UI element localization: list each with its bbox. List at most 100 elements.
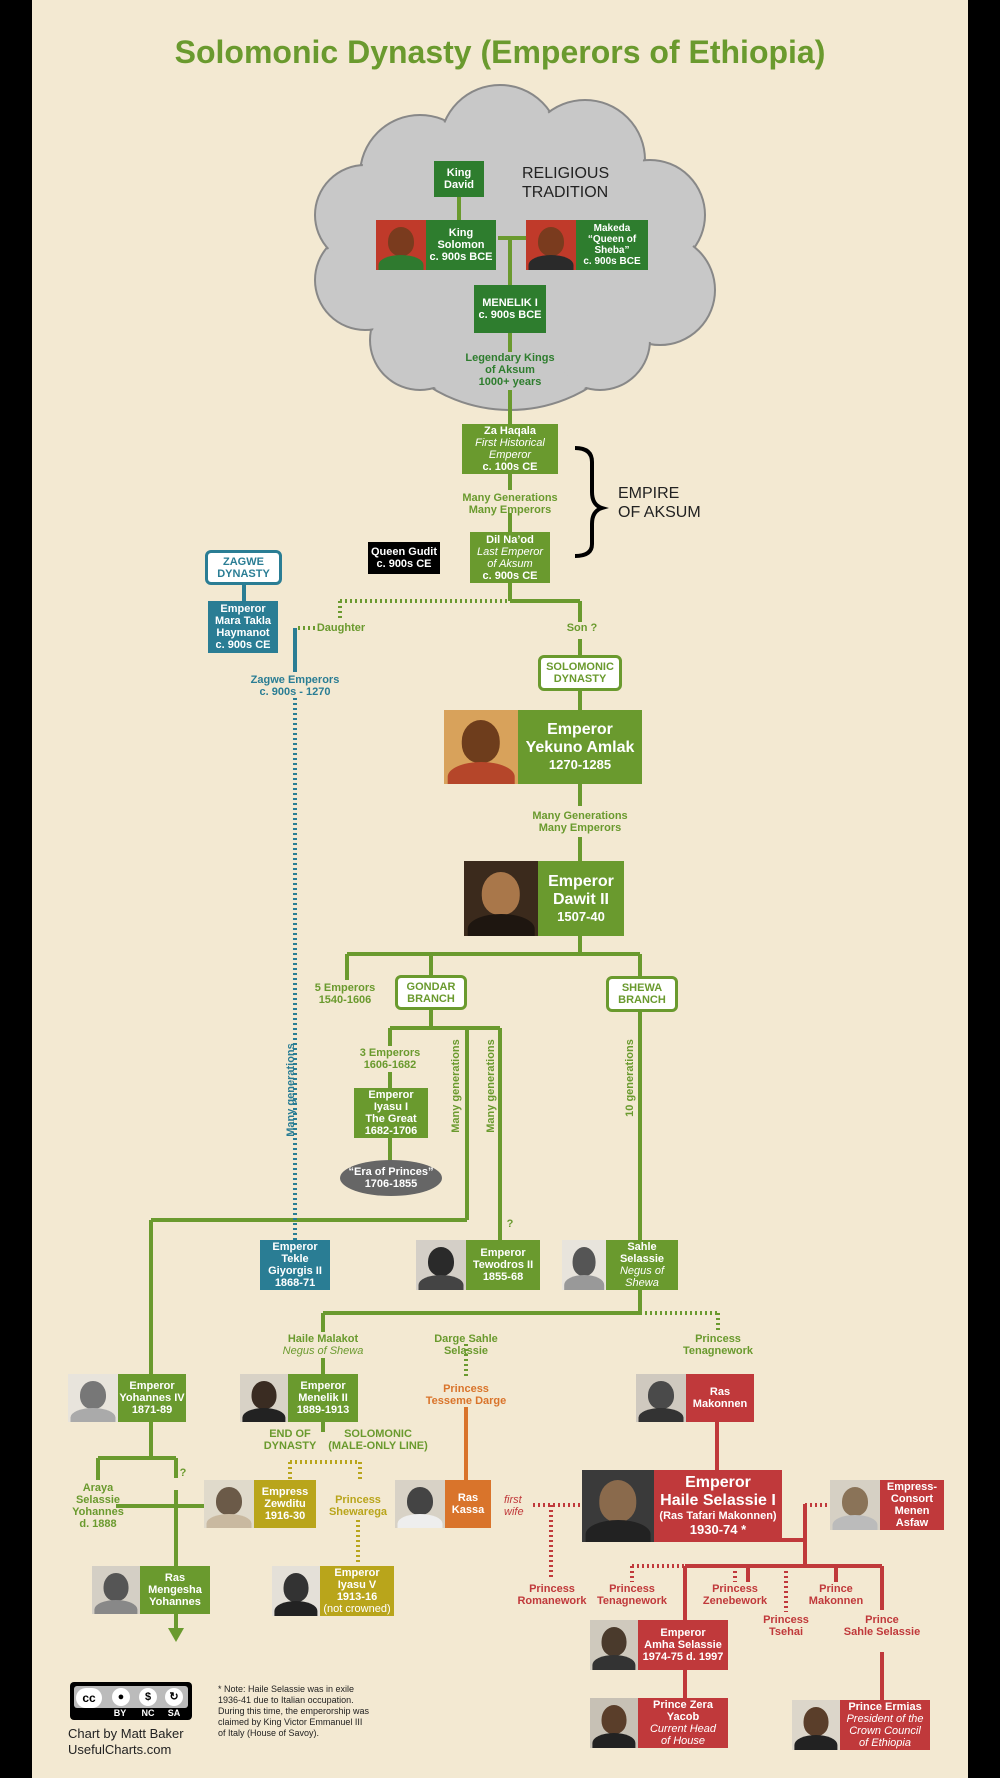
yohannes-l1: Emperor <box>129 1380 174 1392</box>
five-emperors-l1: 5 Emperors <box>305 982 385 994</box>
zera-l2: Yacob <box>667 1711 699 1723</box>
many-generations-zagwe-vertical: Many generations <box>285 1035 297 1145</box>
menen-l1: Empress- <box>887 1481 937 1493</box>
dil-naod-l3: of Aksum <box>487 558 532 570</box>
end-l1: END OF <box>260 1428 320 1440</box>
iyasu-i-l4: 1682-1706 <box>365 1125 418 1137</box>
license-nc: NC <box>136 1708 160 1718</box>
menelik-i-l2: c. 900s BCE <box>479 309 542 321</box>
king-solomon-l3: c. 900s BCE <box>430 251 493 263</box>
tsehai-l1: Princess <box>754 1614 818 1626</box>
tekle-l4: 1868-71 <box>275 1277 315 1289</box>
male-l1: SOLOMONIC <box>326 1428 430 1440</box>
iyasu-v-l2: Iyasu V <box>338 1579 377 1591</box>
solomonic-male-line-label: SOLOMONIC (MALE-ONLY LINE) <box>326 1428 430 1452</box>
iyasu-v-portrait <box>272 1566 320 1616</box>
ermias-portrait <box>792 1700 840 1750</box>
zewditu-face-icon <box>216 1487 242 1515</box>
menelik-i-box: MENELIK I c. 900s BCE <box>474 285 546 333</box>
son-label: Son ? <box>560 622 604 634</box>
queen-gudit-l2: c. 900s CE <box>376 558 431 570</box>
yohannes-l3: 1871-89 <box>132 1404 172 1416</box>
three-emperors-label: 3 Emperors 1606-1682 <box>350 1047 430 1071</box>
ras-mengesha-portrait <box>92 1566 140 1614</box>
amha-l3: 1974-75 d. 1997 <box>643 1651 724 1663</box>
iyasu-i-l3: The Great <box>365 1113 416 1125</box>
queen-gudit-l1: Queen Gudit <box>371 546 437 558</box>
araya-selassie-label: Araya Selassie Yohannes d. 1888 <box>66 1482 130 1530</box>
king-david-l1: King <box>447 167 471 179</box>
sahle-l4: Shewa <box>625 1277 659 1289</box>
haile-l4: 1930-74 * <box>690 1522 746 1538</box>
menen-asfaw-box: Empress- Consort Menen Asfaw <box>880 1480 944 1530</box>
amha-l2: Amha Selassie <box>644 1639 722 1651</box>
no-dollar-icon: $ <box>139 1688 157 1706</box>
makonnen-face-icon <box>648 1381 674 1409</box>
tekle-l2: Tekle <box>281 1253 308 1265</box>
ermias-l2: President of the <box>846 1713 923 1725</box>
zera-yacob-box: Prince Zera Yacob Current Head of House <box>638 1698 728 1748</box>
ras-makonnen-box: Ras Makonnen <box>686 1374 754 1422</box>
mara-takla-l1: Emperor <box>220 603 265 615</box>
tenagnework-2-l2: Tenagnework <box>590 1595 674 1607</box>
haile-malakot-l2: Negus of Shewa <box>270 1345 376 1357</box>
iyasu-i-l1: Emperor <box>368 1089 413 1101</box>
legendary-l3: 1000+ years <box>450 376 570 388</box>
empire-aksum-l2: OF AKSUM <box>618 503 728 522</box>
king-david-l2: David <box>444 179 474 191</box>
ermias-l3: Crown Council <box>849 1725 921 1737</box>
five-emperors-l2: 1540-1606 <box>305 994 385 1006</box>
zenebework-l1: Princess <box>694 1583 776 1595</box>
amha-l1: Emperor <box>660 1627 705 1639</box>
makeda-l3: Sheba” <box>594 245 629 256</box>
king-solomon-box: King Solomon c. 900s BCE <box>426 220 496 270</box>
yekuno-l2: Yekuno Amlak <box>526 739 635 757</box>
many-generations-solomonic: Many Generations Many Emperors <box>520 810 640 834</box>
mengesha-l3: Yohannes <box>149 1596 201 1608</box>
question-mark-tewodros: ? <box>505 1218 515 1230</box>
king-solomon-l1: King <box>449 227 473 239</box>
empress-zewditu-portrait <box>204 1480 254 1528</box>
daughter-label: Daughter <box>316 622 366 634</box>
three-emperors-l1: 3 Emperors <box>350 1047 430 1059</box>
iyasu-v-box: Emperor Iyasu V 1913-16 (not crowned) <box>320 1566 394 1616</box>
iyasu-v-l1: Emperor <box>334 1567 379 1579</box>
menelik-ii-l2: Menelik II <box>298 1392 348 1404</box>
zera-face-icon <box>602 1705 627 1734</box>
gondar-branch-box: GONDAR BRANCH <box>395 975 467 1010</box>
haile-selassie-box: Emperor Haile Selassie I (Ras Tafari Mak… <box>654 1470 782 1542</box>
yekuno-amlak-portrait <box>444 710 518 784</box>
menen-l4: Asfaw <box>896 1517 928 1529</box>
dawit-l3: 1507-40 <box>557 909 605 925</box>
mara-takla-l3: Haymanot <box>216 627 269 639</box>
zagwe-emperors-l2: c. 900s - 1270 <box>240 686 350 698</box>
amha-selassie-portrait <box>590 1620 638 1670</box>
amha-selassie-box: Emperor Amha Selassie 1974-75 d. 1997 <box>638 1620 728 1670</box>
makeda-l2: “Queen of <box>588 234 636 245</box>
araya-l3: Yohannes <box>66 1506 130 1518</box>
haile-malakot-label: Haile Malakot Negus of Shewa <box>270 1333 376 1357</box>
dawit-ii-box: Emperor Dawit II 1507-40 <box>538 861 624 936</box>
tenagnework-2-l1: Princess <box>590 1583 674 1595</box>
za-haqala-box: Za Haqala First Historical Emperor c. 10… <box>462 424 558 474</box>
religious-tradition-label: RELIGIOUS TRADITION <box>522 164 622 202</box>
mengesha-l1: Ras <box>165 1572 185 1584</box>
king-solomon-portrait <box>376 220 426 270</box>
queen-gudit-box: Queen Gudit c. 900s CE <box>368 542 440 574</box>
zenebework-l2: Zenebework <box>694 1595 776 1607</box>
note-l4: claimed by King Victor Emmanuel III <box>218 1717 398 1728</box>
tekle-giyorgis-box: Emperor Tekle Giyorgis II 1868-71 <box>260 1240 330 1290</box>
yekuno-face-icon <box>462 720 500 763</box>
princess-romanework-label: Princess Romanework <box>512 1583 592 1607</box>
many-gen-2-l1: Many Generations <box>520 810 640 822</box>
first-wife-l1: first <box>504 1494 534 1506</box>
darge-sahle-label: Darge Sahle Selassie <box>420 1333 512 1357</box>
mara-takla-box: Emperor Mara Takla Haymanot c. 900s CE <box>208 601 278 653</box>
princess-zenebework-label: Princess Zenebework <box>694 1583 776 1607</box>
princess-tenagnework-2-label: Princess Tenagnework <box>590 1583 674 1607</box>
zewditu-l1: Empress <box>262 1486 308 1498</box>
many-generations-gondar-vertical-1: Many generations <box>450 1031 462 1141</box>
araya-l1: Araya <box>66 1482 130 1494</box>
yekuno-amlak-box: Emperor Yekuno Amlak 1270-1285 <box>518 710 642 784</box>
yohannes-iv-box: Emperor Yohannes IV 1871-89 <box>118 1374 186 1422</box>
